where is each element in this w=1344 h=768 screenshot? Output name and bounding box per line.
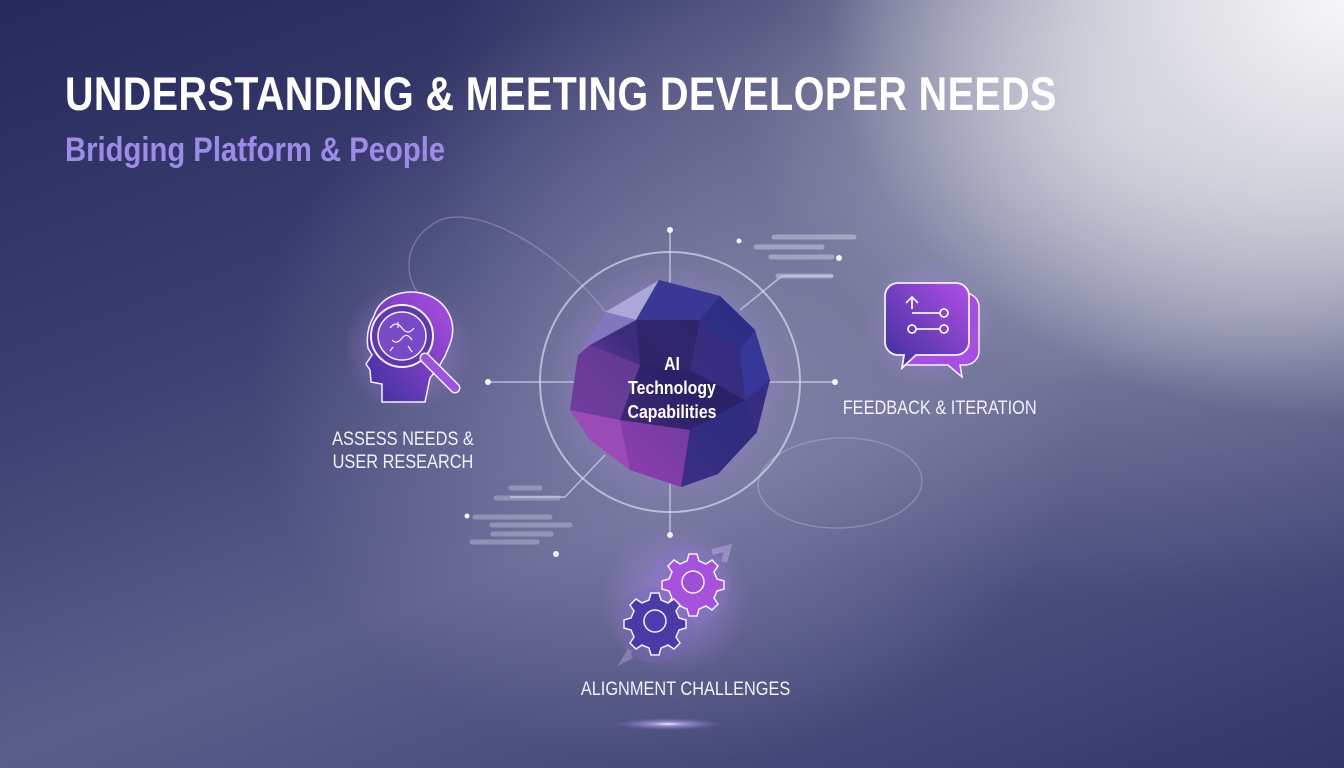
data-bars-bottom-left xyxy=(469,485,573,545)
floor-glow xyxy=(613,718,723,730)
page-subtitle: Bridging Platform & People xyxy=(65,131,446,169)
data-bars-top-right xyxy=(753,234,857,279)
chat-bubble-flow-icon xyxy=(865,260,995,390)
center-label: AI Technology Capabilities xyxy=(607,352,737,424)
gears-cycle-icon xyxy=(600,525,750,675)
center-label-line: Capabilities xyxy=(627,402,717,422)
assess-label-line: ASSESS NEEDS & xyxy=(332,429,474,450)
polyhedron-sphere-icon xyxy=(550,262,790,502)
center-label-line: AI xyxy=(664,354,680,374)
alignment-node-label: ALIGNMENT CHALLENGES xyxy=(580,678,791,701)
assess-node-label: ASSESS NEEDS & USER RESEARCH xyxy=(330,428,476,474)
assess-label-line: USER RESEARCH xyxy=(332,452,474,473)
alignment-label-line: ALIGNMENT CHALLENGES xyxy=(580,679,791,700)
feedback-label-line: FEEDBACK & ITERATION xyxy=(842,398,1037,419)
center-label-line: Technology xyxy=(628,378,716,398)
head-magnifier-icon xyxy=(343,283,473,413)
feedback-node-label: FEEDBACK & ITERATION xyxy=(842,397,1037,420)
orbit-lines xyxy=(408,216,923,529)
page-title: UNDERSTANDING & MEETING DEVELOPER NEEDS xyxy=(65,67,1057,120)
